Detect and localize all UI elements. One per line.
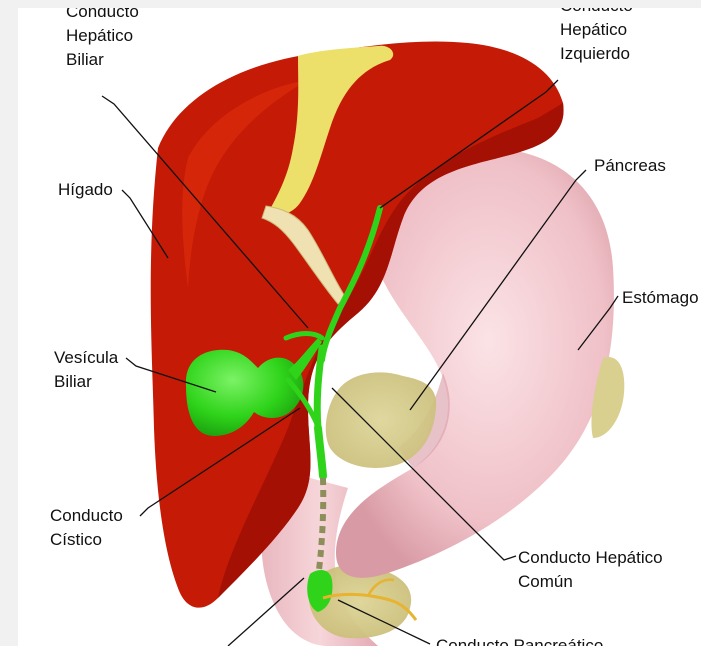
common-hepatic-duct <box>317 348 322 428</box>
label-estomago: Estómago <box>622 286 699 310</box>
label-higado: Hígado <box>58 178 113 202</box>
label-line: Hígado <box>58 178 113 202</box>
label-bottom-partial: Conducto Pancreático <box>436 634 603 646</box>
label-line: Estómago <box>622 286 699 310</box>
label-conducto-hepatico-izquierdo: Conducto Hepático Izquierdo <box>560 8 633 66</box>
label-line: Conducto <box>50 504 123 528</box>
label-line: Hepático <box>560 18 633 42</box>
label-line: Conducto Pancreático <box>436 634 603 646</box>
label-line: Biliar <box>54 370 118 394</box>
label-line: Conducto Hepático <box>518 546 663 570</box>
label-line: Vesícula <box>54 346 118 370</box>
label-conducto-hepatico-biliar: Conducto Hepático Biliar <box>66 8 139 72</box>
label-line: Conducto <box>66 8 139 24</box>
label-line: Izquierdo <box>560 42 633 66</box>
label-line: Biliar <box>66 48 139 72</box>
label-conducto-cistico: Conducto Cístico <box>50 504 123 552</box>
label-line: Conducto <box>560 8 633 18</box>
label-line: Común <box>518 570 663 594</box>
anatomy-diagram: Conducto Hepático Biliar Conducto Hepáti… <box>18 8 701 646</box>
common-bile-duct-visible <box>318 428 323 476</box>
label-conducto-hepatico-comun: Conducto Hepático Común <box>518 546 663 594</box>
label-line: Cístico <box>50 528 123 552</box>
label-pancreas: Páncreas <box>594 154 666 178</box>
label-vesicula-biliar: Vesícula Biliar <box>54 346 118 394</box>
label-line: Hepático <box>66 24 139 48</box>
label-line: Páncreas <box>594 154 666 178</box>
